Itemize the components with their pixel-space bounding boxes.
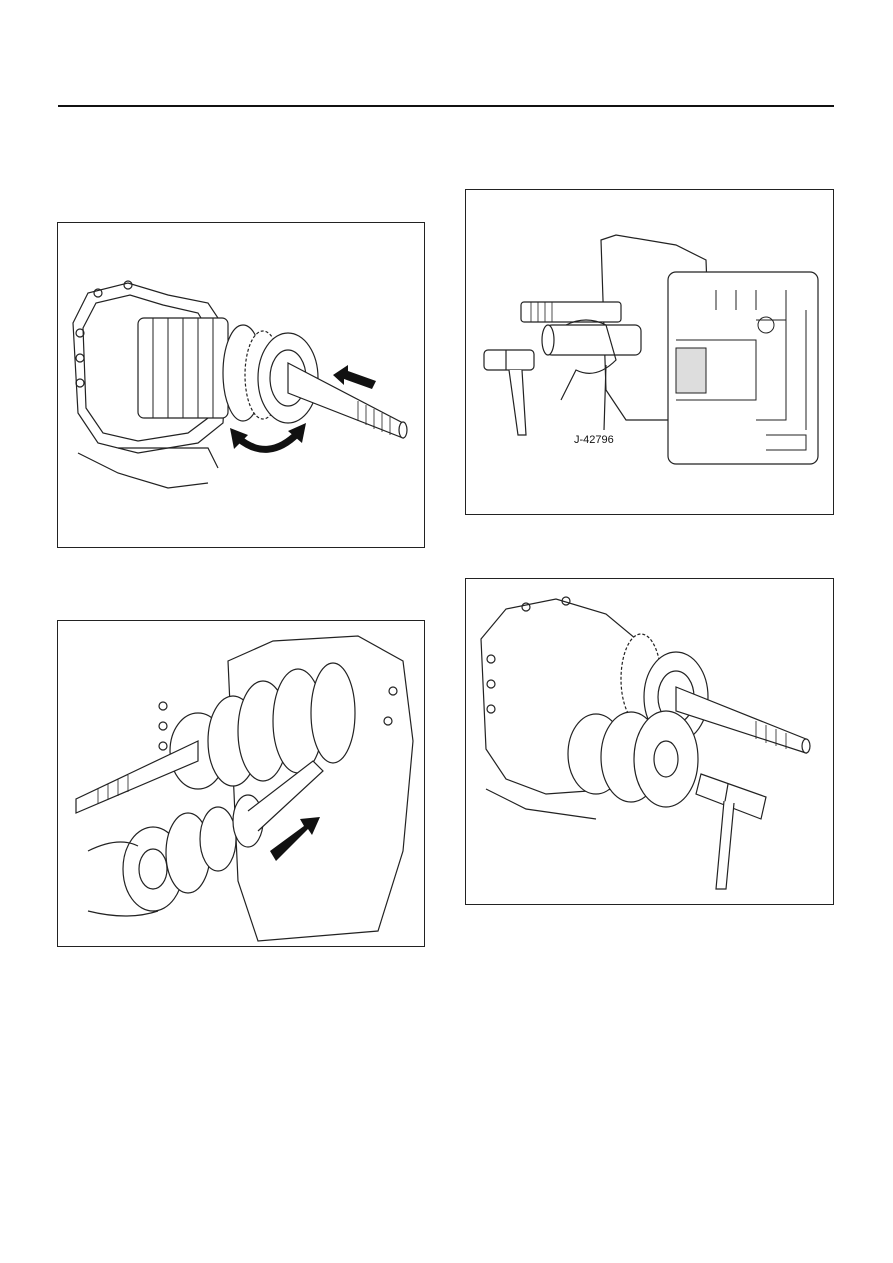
hammer-icon [695,773,767,890]
figure-gear-assembly-tap [465,578,834,905]
insert-arrow-icon [270,817,320,861]
push-arrow-icon [333,365,376,389]
tool-label: J-42796 [574,434,614,446]
illustration-main-shaft [72,280,408,489]
hammer-icon [483,349,535,436]
illustration-countershaft [75,635,414,942]
illustration-gear-assembly [480,596,811,890]
figure-tool-install: J-42796 [465,189,834,515]
figure-main-shaft-rotate [57,222,425,548]
header-rule [58,105,834,107]
illustration-tool-install: J-42796 [483,234,819,465]
figure-countershaft-insert [57,620,425,947]
curved-rotation-arrow-icon [235,430,301,453]
